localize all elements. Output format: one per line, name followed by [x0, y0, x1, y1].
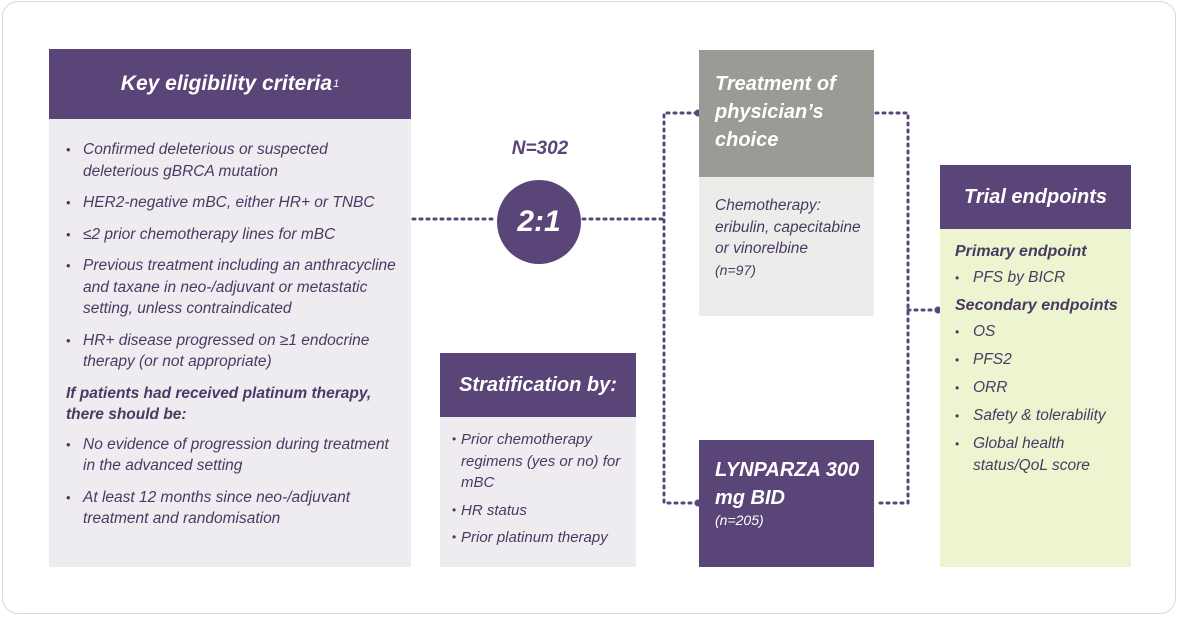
lynparza-arm-title: LYNPARZA 300 mg BID	[715, 459, 860, 509]
secondary-endpoint-item: Global health status/QoL score	[955, 433, 1123, 477]
primary-endpoint-heading: Primary endpoint	[955, 243, 1087, 260]
secondary-endpoint-heading: Secondary endpoints	[955, 297, 1118, 314]
sample-size-label: N=302	[511, 138, 569, 159]
randomisation-ratio: 2:1	[517, 205, 561, 238]
platinum-item: At least 12 months since neo-/adjuvant t…	[66, 487, 399, 530]
stratification-item: Prior chemotherapy regimens (yes or no) …	[452, 429, 630, 494]
secondary-endpoint-item: OS	[955, 321, 1123, 343]
stratification-title: Stratification by:	[459, 373, 617, 396]
eligibility-title: Key eligibility criteria	[120, 72, 333, 95]
randomisation-ratio-circle: 2:1	[497, 180, 581, 264]
platinum-item: No evidence of progression during treatm…	[66, 434, 399, 477]
eligibility-item: HER2-negative mBC, either HR+ or TNBC	[66, 192, 399, 214]
stratification-list: Prior chemotherapy regimens (yes or no) …	[452, 429, 630, 549]
stratification-item: Prior platinum therapy	[452, 527, 630, 549]
connector-arms-to-endpoints	[874, 111, 910, 505]
connector-dot-endpoints	[934, 306, 942, 314]
endpoints-body: Primary endpoint PFS by BICR Secondary e…	[940, 229, 1131, 567]
eligibility-item: HR+ disease progressed on ≥1 endocrine t…	[66, 330, 399, 373]
primary-endpoint-item: PFS by BICR	[955, 267, 1123, 289]
tpc-arm-header: Treatment of physician’s choice	[699, 50, 874, 177]
eligibility-item: ≤2 prior chemotherapy lines for mBC	[66, 224, 399, 246]
secondary-endpoint-list: OS PFS2 ORR Safety & tolerability Global…	[955, 321, 1123, 477]
secondary-endpoint-item: PFS2	[955, 349, 1123, 371]
eligibility-item: Confirmed deleterious or suspected delet…	[66, 139, 399, 182]
lynparza-arm-box: LYNPARZA 300 mg BID (n=205)	[699, 440, 874, 567]
eligibility-list: Confirmed deleterious or suspected delet…	[66, 139, 399, 373]
eligibility-body: Confirmed deleterious or suspected delet…	[49, 119, 411, 567]
primary-endpoint-list: PFS by BICR	[955, 267, 1123, 289]
endpoints-header: Trial endpoints	[940, 165, 1131, 229]
connector-branch	[662, 111, 699, 505]
endpoints-title: Trial endpoints	[964, 185, 1107, 208]
stratification-item: HR status	[452, 500, 630, 522]
secondary-endpoint-item: ORR	[955, 377, 1123, 399]
tpc-arm-title: Treatment of physician’s choice	[715, 73, 836, 151]
stratification-header: Stratification by:	[440, 353, 636, 417]
stratification-body: Prior chemotherapy regimens (yes or no) …	[440, 417, 636, 567]
eligibility-footnote: 1	[333, 78, 340, 90]
tpc-arm-n: (n=97)	[715, 261, 756, 278]
eligibility-item: Previous treatment including an anthracy…	[66, 255, 399, 320]
platinum-heading: If patients had received platinum therap…	[66, 384, 372, 424]
tpc-arm-body: Chemotherapy: eribulin, capecitabine or …	[699, 177, 874, 316]
tpc-arm-description: Chemotherapy: eribulin, capecitabine or …	[715, 197, 861, 257]
platinum-list: No evidence of progression during treatm…	[66, 434, 399, 530]
secondary-endpoint-item: Safety & tolerability	[955, 405, 1123, 427]
lynparza-arm-n: (n=205)	[715, 512, 764, 528]
